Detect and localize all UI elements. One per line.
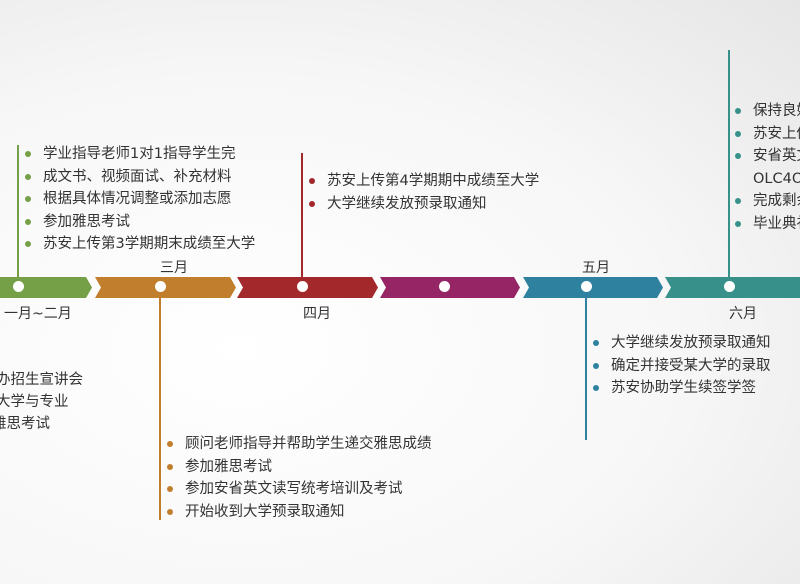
- list-item: 大学继续发放预录取通知: [309, 193, 539, 216]
- list-item: 保持良好: [735, 100, 800, 123]
- red-list: 苏安上传第4学期期中成绩至大学 大学继续发放预录取通知: [309, 170, 539, 215]
- milestone-dot: [439, 281, 450, 292]
- month-mar: 三月: [160, 260, 188, 276]
- blue-list: 大学继续发放预录取通知 确定并接受某大学的录取 苏安协助学生续签学签: [593, 332, 771, 400]
- list-item: 苏安协助学生续签学签: [593, 377, 771, 400]
- green-list: 学业指导老师1对1指导学生完 成文书、视频面试、补充材料 根据具体情况调整或添加…: [25, 143, 255, 256]
- month-may: 五月: [582, 260, 610, 276]
- connector-green: [17, 145, 19, 283]
- month-apr: 四月: [303, 306, 331, 322]
- segment-purple: [380, 277, 520, 298]
- milestone-dot: [581, 281, 592, 292]
- left-line: 雅思考试: [0, 416, 50, 432]
- orange-list: 顾问老师指导并帮助学生递交雅思成绩 参加雅思考试 参加安省英文读写统考培训及考试…: [167, 433, 432, 523]
- connector-red: [301, 153, 303, 283]
- milestone-dot: [155, 281, 166, 292]
- list-item: 开始收到大学预录取通知: [167, 501, 432, 524]
- list-item: 成文书、视频面试、补充材料: [25, 166, 255, 189]
- month-jun: 六月: [729, 306, 757, 322]
- month-jan-feb: 一月~二月: [4, 306, 72, 322]
- list-item: 苏安上传: [735, 123, 800, 146]
- connector-teal: [728, 50, 730, 283]
- milestone-dot: [297, 281, 308, 292]
- list-item: 顾问老师指导并帮助学生递交雅思成绩: [167, 433, 432, 456]
- connector-blue: [585, 292, 587, 440]
- list-item: 学业指导老师1对1指导学生完: [25, 143, 255, 166]
- milestone-dot: [13, 281, 24, 292]
- milestone-dot: [724, 281, 735, 292]
- segment-may: [523, 277, 663, 298]
- list-item: 根据具体情况调整或添加志愿: [25, 188, 255, 211]
- list-item: 参加雅思考试: [167, 456, 432, 479]
- timeline-bar: [0, 277, 800, 298]
- list-item: 完成剩余: [735, 190, 800, 213]
- list-item: 苏安上传第4学期期中成绩至大学: [309, 170, 539, 193]
- list-item: 参加安省英文读写统考培训及考试: [167, 478, 432, 501]
- list-item: 确定并接受某大学的录取: [593, 355, 771, 378]
- left-line: 大学与专业: [0, 394, 69, 410]
- list-item: 毕业典礼: [735, 213, 800, 236]
- teal-list: 保持良好 苏安上传 安省英文 OLC4O 完成剩余 毕业典礼: [735, 100, 800, 235]
- segment-jan-feb: [0, 277, 92, 298]
- connector-orange: [159, 292, 161, 520]
- list-item: 参加雅思考试: [25, 211, 255, 234]
- list-item: 苏安上传第3学期期末成绩至大学: [25, 233, 255, 256]
- list-item: 安省英文: [735, 145, 800, 168]
- left-partial-text: 办招生宣讲会 大学与专业 雅思考试: [0, 369, 83, 435]
- list-item-continuation: OLC4O: [753, 170, 800, 187]
- left-line: 办招生宣讲会: [0, 372, 83, 388]
- list-item: 大学继续发放预录取通知: [593, 332, 771, 355]
